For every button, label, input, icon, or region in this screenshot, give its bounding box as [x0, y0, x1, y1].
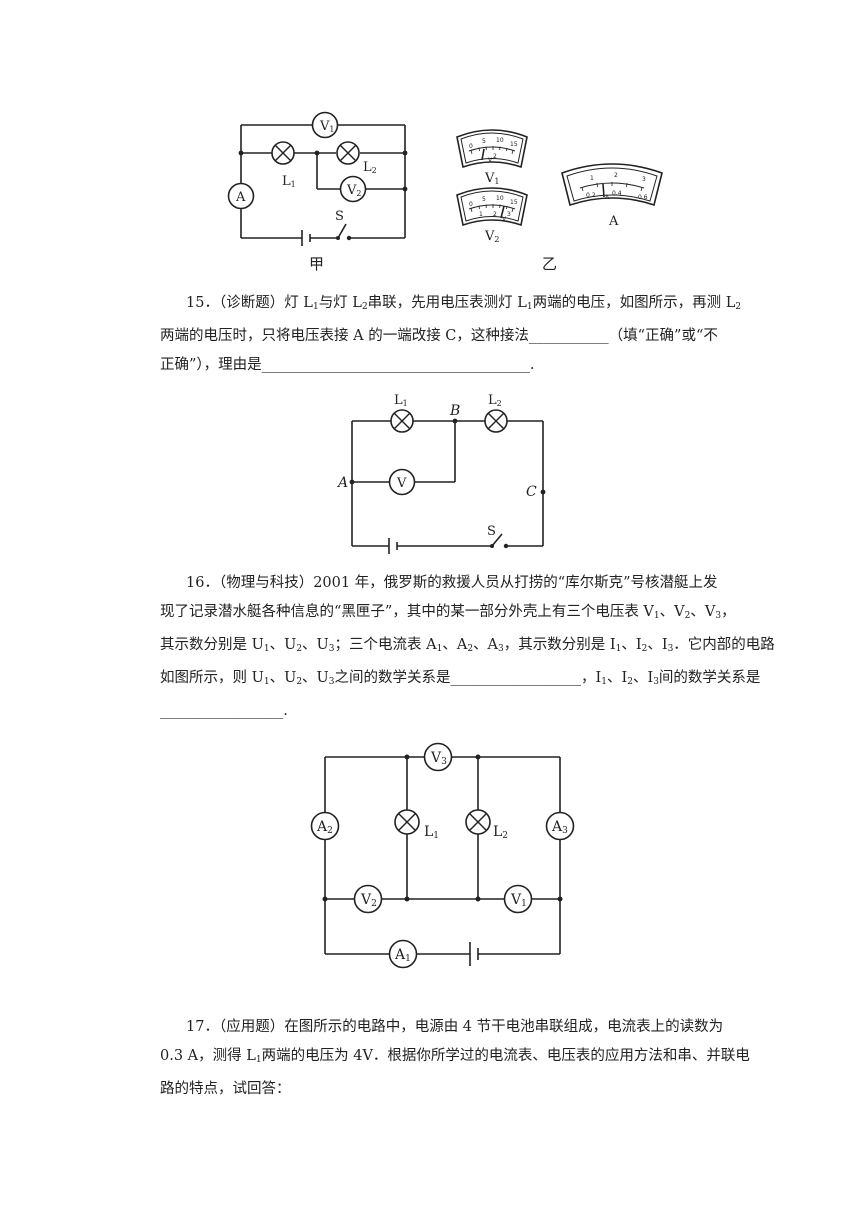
- figure-1-svg: V1 L1 L2 V2 A S 甲: [227, 111, 663, 273]
- svg-text:L2: L2: [493, 824, 508, 841]
- lamp-l2-symbol: L2: [465, 809, 508, 841]
- svg-text:15: 15: [510, 199, 518, 206]
- svg-text:V1: V1: [319, 119, 334, 134]
- svg-text:L2: L2: [363, 160, 377, 175]
- point-c-label: C: [526, 484, 537, 500]
- svg-text:10: 10: [496, 137, 504, 144]
- voltmeter-v2-symbol: V2: [353, 884, 383, 914]
- lamp-l1-symbol: L1: [394, 809, 439, 841]
- svg-text:L2: L2: [488, 393, 502, 408]
- q16-line-2: 现了记录潜水艇各种信息的“黑匣子”，其中的某一部分外壳上有三个电压表 V1、V2…: [160, 604, 736, 621]
- ammeter-a3-symbol: A3: [545, 811, 575, 841]
- svg-text:2: 2: [493, 211, 497, 218]
- question-15: 15．（诊断题）灯 L1与灯 L2串联，先用电压表测灯 L1两端的电压，如图所示…: [160, 289, 742, 380]
- q16-line-5: _________________.: [160, 703, 288, 719]
- svg-text:5: 5: [482, 138, 486, 145]
- point-b-label: B: [449, 403, 460, 419]
- svg-text:5: 5: [482, 196, 486, 203]
- svg-text:1: 1: [479, 211, 483, 218]
- lamp-l2-symbol: L2: [484, 393, 508, 433]
- svg-text:A3: A3: [551, 819, 568, 836]
- voltmeter-v1-symbol: V1: [503, 884, 533, 914]
- caption-yi: 乙: [542, 255, 557, 273]
- voltmeter-v2-symbol: V2: [339, 175, 367, 203]
- q15-line-1: 15．（诊断题）灯 L1与灯 L2串联，先用电压表测灯 L1两端的电压，如图所示…: [186, 295, 742, 312]
- svg-text:A: A: [608, 214, 619, 229]
- meter-v2-dial: 0 5 10 15 1 2 3 V V2: [456, 187, 528, 244]
- svg-text:A2: A2: [316, 819, 333, 836]
- svg-text:A: A: [235, 190, 246, 205]
- caption-jia: 甲: [309, 255, 324, 273]
- svg-text:L1: L1: [282, 174, 296, 189]
- svg-text:0: 0: [469, 143, 473, 150]
- svg-text:0: 0: [469, 201, 473, 208]
- ammeter-a2-symbol: A2: [310, 811, 340, 841]
- lamp-l1-symbol: L1: [271, 141, 296, 189]
- svg-text:2: 2: [493, 153, 497, 160]
- meter-a-dial: 1 2 3 0.2 0.4 0.6 A A: [561, 163, 663, 229]
- voltmeter-v3-symbol: V3: [423, 742, 453, 772]
- svg-text:V3: V3: [430, 750, 447, 767]
- question-16: 16．（物理与科技）2001 年，俄罗斯的救援人员从打捞的“库尔斯克”号核潜艇上…: [160, 569, 775, 726]
- svg-text:L1: L1: [394, 393, 408, 408]
- svg-text:3: 3: [642, 176, 646, 183]
- q17-line-2: 0.3 A，测得 L1两端的电压为 4V．根据你所学过的电流表、电压表的应用方法…: [160, 1048, 750, 1065]
- svg-text:10: 10: [496, 195, 504, 202]
- svg-text:0.6: 0.6: [638, 194, 648, 201]
- svg-text:L1: L1: [424, 824, 439, 841]
- svg-text:V1: V1: [510, 892, 527, 909]
- figure-3: V3 A2 A3 L1 L2 V2 V1: [300, 738, 600, 980]
- question-17: 17．（应用题）在图所示的电路中，电源由 4 节干电池串联组成，电流表上的读数为…: [160, 1013, 750, 1104]
- voltmeter-v1-symbol: V1: [311, 111, 339, 139]
- meter-v1-dial: 0 5 10 15 2 V V1: [456, 129, 528, 186]
- figure-1: V1 L1 L2 V2 A S 甲: [220, 105, 680, 275]
- svg-text:3: 3: [507, 211, 511, 218]
- figure-3-svg: V3 A2 A3 L1 L2 V2 V1: [310, 742, 575, 969]
- svg-text:V2: V2: [360, 892, 377, 909]
- q16-line-4: 如图所示，则 U1、U2、U3之间的数学关系是_________________…: [160, 670, 761, 687]
- svg-text:0.2: 0.2: [586, 192, 596, 199]
- q15-line-3: 正确”），理由是________________________________…: [160, 357, 535, 373]
- ammeter-a-symbol: A: [227, 182, 255, 210]
- figure-2: L1 L2 V B A C S: [330, 388, 560, 558]
- q15-line-2: 两端的电压时，只将电压表接 A 的一端改接 C，这种接法___________（…: [160, 328, 718, 344]
- lamp-l1-symbol: L1: [390, 393, 414, 433]
- q17-line-1: 17．（应用题）在图所示的电路中，电源由 4 节干电池串联组成，电流表上的读数为: [186, 1019, 724, 1035]
- svg-text:V: V: [488, 157, 493, 164]
- svg-text:A: A: [605, 194, 610, 201]
- switch-s-label: S: [335, 209, 344, 224]
- svg-text:0.4: 0.4: [612, 190, 622, 197]
- svg-text:V: V: [502, 216, 507, 223]
- svg-text:V: V: [396, 476, 407, 491]
- ammeter-a1-symbol: A1: [388, 939, 418, 969]
- switch-s-label: S: [487, 524, 496, 539]
- q17-line-3: 路的特点，试回答：: [160, 1081, 291, 1097]
- lamp-l2-symbol: L2: [336, 141, 377, 175]
- svg-text:V1: V1: [484, 171, 499, 186]
- svg-text:2: 2: [614, 172, 618, 179]
- svg-text:V2: V2: [346, 183, 361, 198]
- voltmeter-v-symbol: V: [388, 468, 416, 496]
- svg-text:1: 1: [590, 175, 594, 182]
- point-a-label: A: [336, 475, 348, 491]
- figure-2-svg: L1 L2 V B A C S: [336, 393, 546, 554]
- svg-text:15: 15: [510, 141, 518, 148]
- q16-line-3: 其示数分别是 U1、U2、U3；三个电流表 A1、A2、A3，其示数分别是 I1…: [160, 637, 775, 654]
- q16-line-1: 16．（物理与科技）2001 年，俄罗斯的救援人员从打捞的“库尔斯克”号核潜艇上…: [186, 575, 718, 591]
- svg-text:A1: A1: [394, 947, 411, 964]
- svg-text:V2: V2: [484, 229, 499, 244]
